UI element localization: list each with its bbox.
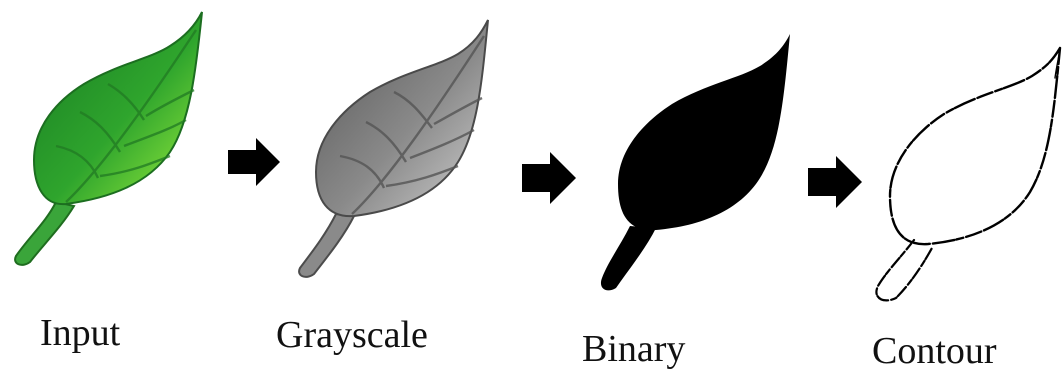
right-arrow-icon — [808, 156, 862, 208]
step-label-input: Input — [40, 314, 120, 352]
step-label-binary: Binary — [582, 330, 685, 368]
step-label-contour: Contour — [872, 332, 997, 370]
leaf-icon-grayscale — [299, 20, 488, 277]
leaf-icon-input — [15, 12, 202, 265]
leaf-icon-contour — [876, 48, 1060, 300]
right-arrow-icon — [228, 138, 280, 186]
right-arrow-icon — [522, 152, 576, 204]
step-label-grayscale: Grayscale — [276, 316, 428, 354]
leaf-icon-binary — [601, 34, 790, 290]
